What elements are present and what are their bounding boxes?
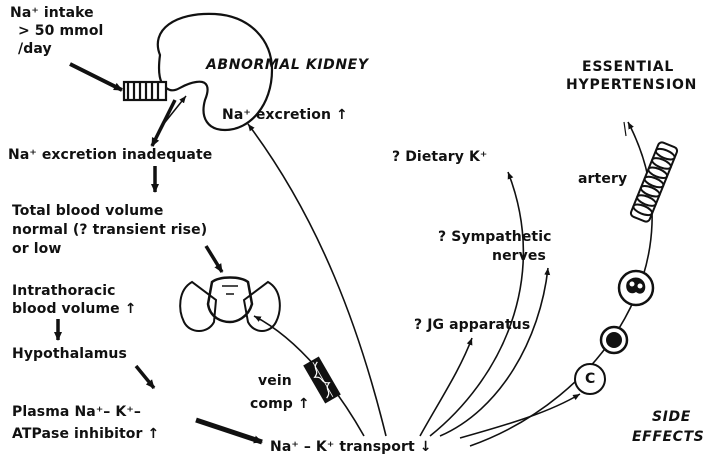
- sodium-intake-unit: /day: [18, 40, 52, 58]
- leukocyte-cell-icon: [619, 271, 653, 305]
- inhibitor-to-transport-arrow: [196, 420, 262, 442]
- jg-apparatus-label: ? JG apparatus: [414, 316, 530, 334]
- blood-volume-line1: Total blood volume: [12, 202, 163, 220]
- intrathoracic-line1: Intrathoracic: [12, 282, 116, 300]
- volume-to-heart-arrow: [206, 246, 222, 272]
- sympathetic-line2: nerves: [492, 247, 546, 265]
- vein-label: vein: [258, 372, 292, 390]
- artery-drawing: [630, 141, 679, 223]
- excretion-inadequate: Na⁺ excretion inadequate: [8, 146, 212, 164]
- dietary-k-label: ? Dietary K⁺: [392, 148, 487, 166]
- abnormal-kidney-title: ABNORMAL KIDNEY: [206, 56, 369, 74]
- lymphocyte-cell-icon: [601, 327, 627, 353]
- sympathetic-line1: ? Sympathetic: [438, 228, 552, 246]
- hypertension-label: HYPERTENSION: [566, 76, 697, 94]
- inhibitor-line1: Plasma Na⁺– K⁺–: [12, 403, 141, 421]
- intrathoracic-line2: blood volume ↑: [12, 300, 137, 318]
- blood-volume-line3: or low: [12, 240, 61, 258]
- transport-label: Na⁺ – K⁺ transport ↓: [270, 438, 432, 456]
- c-cell-label: C: [585, 370, 595, 388]
- transport-to-dietary-arrow: [430, 172, 523, 436]
- hypertension-pointer: [624, 122, 626, 136]
- sodium-intake-label: Na⁺ intake: [10, 4, 94, 22]
- inhibitor-line2: ATPase inhibitor ↑: [12, 425, 159, 443]
- hypothalamus-label: Hypothalamus: [12, 345, 127, 363]
- kidney-excretion-rise: Na⁺ excretion ↑: [222, 106, 348, 124]
- side-effects-line2: EFFECTS: [632, 428, 704, 446]
- side-effects-line1: SIDE: [652, 408, 691, 426]
- transport-to-side-effects-arrow: [460, 394, 580, 438]
- comp-label: comp ↑: [250, 395, 310, 413]
- artery-label: artery: [578, 170, 627, 188]
- sodium-intake-amount: > 50 mmol: [18, 22, 103, 40]
- blood-volume-line2: normal (? transient rise): [12, 221, 207, 239]
- intake-arrow: [70, 64, 122, 90]
- essential-label: ESSENTIAL: [582, 58, 674, 76]
- hypothalamus-to-inhibitor-arrow: [136, 366, 154, 388]
